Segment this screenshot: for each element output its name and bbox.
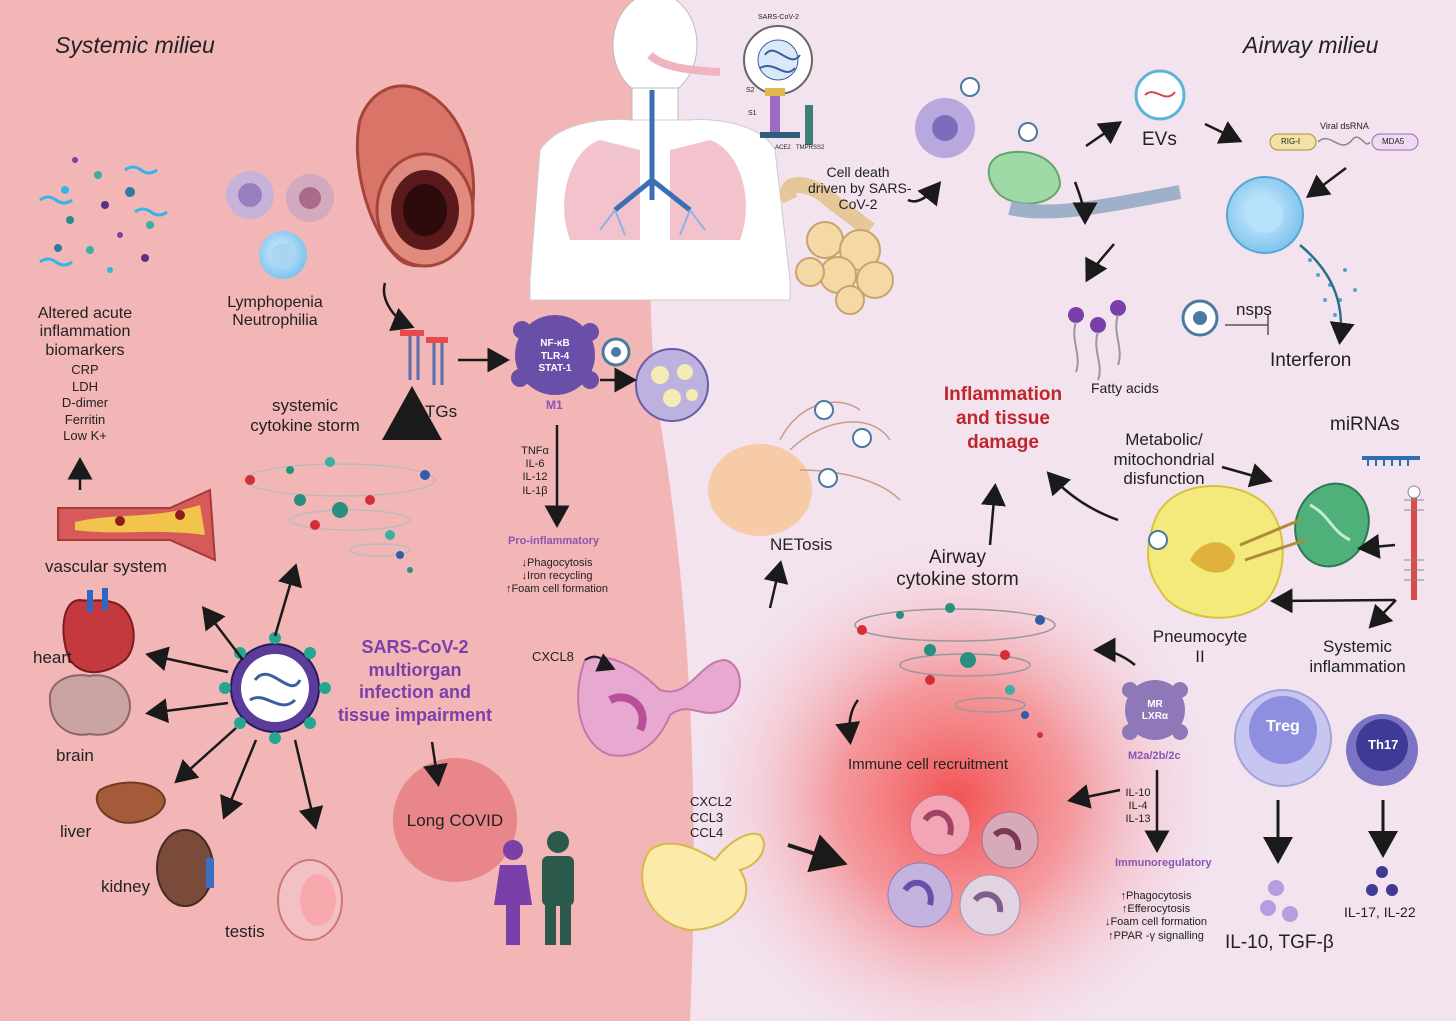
mirnas-label: miRNAs	[1330, 414, 1400, 435]
alveoli-icon	[780, 177, 894, 315]
treg-label: Treg	[1266, 718, 1300, 735]
chemokine-cell-icon	[641, 832, 765, 932]
patients-icon	[494, 831, 574, 945]
kidney-icon	[156, 829, 214, 907]
m2-label: M2a/2b/2c	[1128, 750, 1181, 762]
s2-label: S2	[746, 87, 755, 94]
m2-macrophage-icon	[1122, 680, 1188, 740]
pneumocyte-icon	[1147, 485, 1306, 619]
foam-cell-icon	[635, 348, 709, 422]
netosis-icon	[708, 400, 901, 536]
arrows	[67, 121, 1398, 873]
triglycerides-icon	[400, 330, 448, 385]
immune-cells-icon	[226, 171, 334, 279]
immune-cell-recruitment-label: Immune cell recruitment	[848, 756, 1009, 773]
treg-cell-icon	[1234, 689, 1332, 787]
inflammation-glow	[695, 540, 1215, 1021]
infected-cell-icon	[915, 77, 1062, 205]
netosis-label: NETosis	[770, 535, 833, 554]
viral-dsrna-label: Viral dsRNA	[1320, 121, 1369, 131]
vascular-system-label: vascular system	[45, 557, 167, 576]
liver-icon	[95, 781, 167, 824]
sars-cov-2-virus-icon	[219, 632, 331, 744]
treg-output-label: IL-10, TGF-β	[1225, 932, 1334, 953]
long-covid-label: Long COVID	[406, 811, 504, 830]
nsps-label: nsps	[1236, 300, 1272, 319]
tgs-label: TGs	[425, 402, 458, 421]
rig-i-label: RIG-I	[1281, 137, 1301, 146]
epithelial-cell-icon	[1226, 176, 1304, 254]
mirna-icon	[1362, 456, 1420, 466]
th17-output-dots	[1366, 866, 1398, 896]
th17-cell-icon	[1346, 714, 1418, 786]
ace2-label: ACE2	[775, 145, 791, 151]
extracellular-vesicle-icon	[1134, 69, 1186, 121]
biomarker-particles	[39, 157, 168, 273]
neutrophil-cell-icon	[577, 656, 741, 757]
kidney-label: kidney	[101, 877, 151, 896]
th17-output-label: IL-17, IL-22	[1344, 904, 1416, 920]
testis-icon	[277, 859, 343, 941]
th17-label: Th17	[1368, 737, 1399, 752]
human-body-icon	[529, 0, 791, 301]
mda5-label: MDA5	[1382, 137, 1405, 146]
recruited-immune-cells-icon	[887, 794, 1039, 936]
artery-icon	[355, 84, 476, 268]
virus-small-icon-m1	[601, 337, 631, 367]
brain-icon	[48, 674, 132, 736]
systemic-milieu-header: Systemic milieu	[55, 32, 215, 58]
heart-icon	[62, 588, 135, 674]
rig-i-mda5-icon	[1269, 133, 1419, 151]
nsps-inhibition	[1225, 315, 1269, 335]
systemic-cytokine-storm-icon	[244, 457, 436, 573]
m1-macrophage-icon	[511, 315, 599, 395]
long-covid-circle	[393, 758, 517, 882]
m1-label: M1	[546, 398, 563, 412]
hairpin-rna-icon	[1404, 485, 1424, 600]
evs-label: EVs	[1142, 129, 1177, 150]
vascular-system-icon	[57, 488, 217, 562]
airway-cytokine-storm-icon	[854, 603, 1056, 738]
brain-label: brain	[56, 746, 94, 765]
heart-label: heart	[33, 648, 72, 667]
pro-inflammatory-label: Pro-inflammatory	[508, 535, 600, 547]
testis-label: testis	[225, 922, 265, 941]
airway-milieu-header: Airway milieu	[1243, 32, 1379, 58]
cxcl8-label: CXCL8	[532, 649, 574, 664]
immunoregulatory-label: Immunoregulatory	[1115, 857, 1212, 869]
treg-output-dots	[1260, 880, 1298, 922]
interferon-arrow	[1299, 244, 1355, 345]
virus-detail-label: SARS-CoV-2	[758, 14, 799, 21]
pro-inflammatory-effects: ↓Phagocytosis↓Iron recycling↑Foam cell f…	[505, 557, 609, 596]
m2-effects: ↑Phagocytosis↑Efferocytosis↓Foam cell fo…	[1104, 890, 1208, 942]
virus-nsps-icon	[1181, 299, 1219, 337]
s1-label: S1	[748, 110, 757, 117]
fatty-acids-icon	[1068, 300, 1126, 381]
fatty-acids-label: Fatty acids	[1091, 380, 1159, 396]
tmprss2-label: TMPRSS2	[796, 145, 825, 151]
interferon-label: Interferon	[1270, 350, 1352, 371]
sars-cov-2-spike-icon	[743, 25, 813, 145]
liver-label: liver	[60, 822, 92, 841]
